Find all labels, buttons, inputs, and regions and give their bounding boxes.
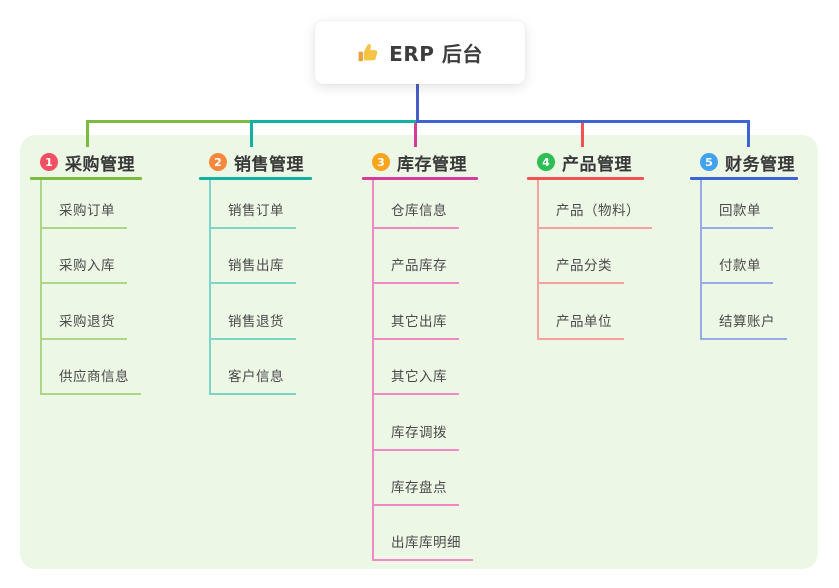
child-node-label: 销售订单	[211, 199, 296, 229]
child-node[interactable]: 结算账户	[702, 284, 798, 340]
child-node[interactable]: 产品分类	[539, 229, 644, 285]
child-node-label: 采购订单	[42, 199, 127, 229]
child-node-label: 仓库信息	[374, 199, 459, 229]
branch-finance-topic[interactable]: 5 财务管理	[690, 147, 798, 177]
connector-horizontal-finance	[416, 120, 750, 123]
branch-product: 4 产品管理 产品（物料） 产品分类 产品单位	[527, 147, 652, 340]
connector-drop-purchase	[86, 120, 89, 147]
branches-panel	[20, 135, 818, 569]
child-node-label: 产品分类	[539, 254, 624, 285]
branch-children: 产品（物料） 产品分类 产品单位	[537, 180, 652, 340]
branch-topic-label: 销售管理	[234, 154, 304, 175]
branch-topic-label: 库存管理	[397, 154, 467, 175]
child-node-label: 其它入库	[374, 365, 459, 396]
child-node-label: 库存盘点	[374, 476, 459, 506]
child-node-label: 客户信息	[211, 365, 296, 396]
branch-children: 采购订单 采购入库 采购退货 供应商信息	[40, 180, 142, 396]
branch-topic-underline	[690, 177, 798, 180]
thumbs-up-icon	[357, 42, 379, 64]
child-node[interactable]: 采购订单	[42, 180, 142, 229]
child-node-label: 销售退货	[211, 310, 296, 340]
child-node[interactable]: 产品（物料）	[539, 180, 652, 229]
connector-drop-inventory	[414, 123, 417, 147]
branch-topic-label: 产品管理	[562, 154, 632, 175]
child-node[interactable]: 销售退货	[211, 284, 312, 340]
child-node-label: 销售出库	[211, 254, 296, 285]
child-node[interactable]: 回款单	[702, 180, 798, 229]
branch-inventory: 3 库存管理 仓库信息 产品库存 其它出库 其它入库 库存调拨 库存盘点	[362, 147, 478, 562]
branch-number-badge: 2	[209, 153, 227, 171]
connector-horizontal-sales	[250, 120, 418, 123]
child-node[interactable]: 客户信息	[211, 340, 312, 396]
child-node-label: 结算账户	[702, 310, 787, 340]
connector-drop-finance	[747, 120, 750, 147]
child-node[interactable]: 库存盘点	[374, 451, 478, 506]
child-node[interactable]: 销售出库	[211, 229, 312, 285]
branch-number-badge: 5	[700, 153, 718, 171]
child-node[interactable]: 销售订单	[211, 180, 312, 229]
branch-topic-underline	[527, 177, 644, 180]
child-node-label: 供应商信息	[42, 365, 141, 396]
branch-number-badge: 1	[40, 153, 58, 171]
branch-sales-topic[interactable]: 2 销售管理	[199, 147, 312, 177]
root-node-label: ERP 后台	[389, 42, 483, 66]
child-node[interactable]: 出库库明细	[374, 506, 478, 562]
connector-drop-sales	[250, 120, 253, 147]
branch-children: 销售订单 销售出库 销售退货 客户信息	[209, 180, 312, 396]
child-node-label: 采购退货	[42, 310, 127, 340]
child-node-label: 回款单	[702, 199, 773, 229]
branch-purchase-topic[interactable]: 1 采购管理	[30, 147, 142, 177]
child-node[interactable]: 采购入库	[42, 229, 142, 285]
connector-horizontal-purchase	[86, 120, 253, 123]
branch-number-badge: 4	[537, 153, 555, 171]
branch-topic-underline	[199, 177, 312, 180]
child-node-label: 其它出库	[374, 310, 459, 340]
child-node[interactable]: 库存调拨	[374, 395, 478, 451]
child-node-label: 产品库存	[374, 254, 459, 285]
branch-children: 回款单 付款单 结算账户	[700, 180, 798, 340]
child-node-label: 库存调拨	[374, 421, 459, 451]
child-node[interactable]: 付款单	[702, 229, 798, 285]
branch-purchase: 1 采购管理 采购订单 采购入库 采购退货 供应商信息	[30, 147, 142, 396]
root-node[interactable]: ERP 后台	[315, 21, 525, 84]
child-node-label: 付款单	[702, 254, 773, 285]
branch-sales: 2 销售管理 销售订单 销售出库 销售退货 客户信息	[199, 147, 312, 396]
branch-inventory-topic[interactable]: 3 库存管理	[362, 147, 478, 177]
branch-topic-underline	[30, 177, 142, 180]
child-node-label: 产品（物料）	[539, 199, 652, 229]
child-node[interactable]: 仓库信息	[374, 180, 478, 229]
branch-topic-underline	[362, 177, 478, 180]
child-node[interactable]: 产品单位	[539, 284, 644, 340]
connector-root-trunk	[416, 84, 419, 123]
branch-finance: 5 财务管理 回款单 付款单 结算账户	[690, 147, 798, 340]
branch-product-topic[interactable]: 4 产品管理	[527, 147, 644, 177]
child-node-label: 产品单位	[539, 310, 624, 340]
connector-drop-product	[581, 123, 584, 147]
child-node[interactable]: 采购退货	[42, 284, 142, 340]
child-node-label: 采购入库	[42, 254, 127, 285]
child-node[interactable]: 供应商信息	[42, 340, 142, 396]
branch-number-badge: 3	[372, 153, 390, 171]
branch-topic-label: 采购管理	[65, 154, 135, 175]
branch-topic-label: 财务管理	[725, 154, 795, 175]
branch-children: 仓库信息 产品库存 其它出库 其它入库 库存调拨 库存盘点 出库库明细	[372, 180, 478, 562]
child-node-label: 出库库明细	[374, 531, 473, 562]
child-node[interactable]: 产品库存	[374, 229, 478, 285]
child-node[interactable]: 其它入库	[374, 340, 478, 396]
child-node[interactable]: 其它出库	[374, 284, 478, 340]
